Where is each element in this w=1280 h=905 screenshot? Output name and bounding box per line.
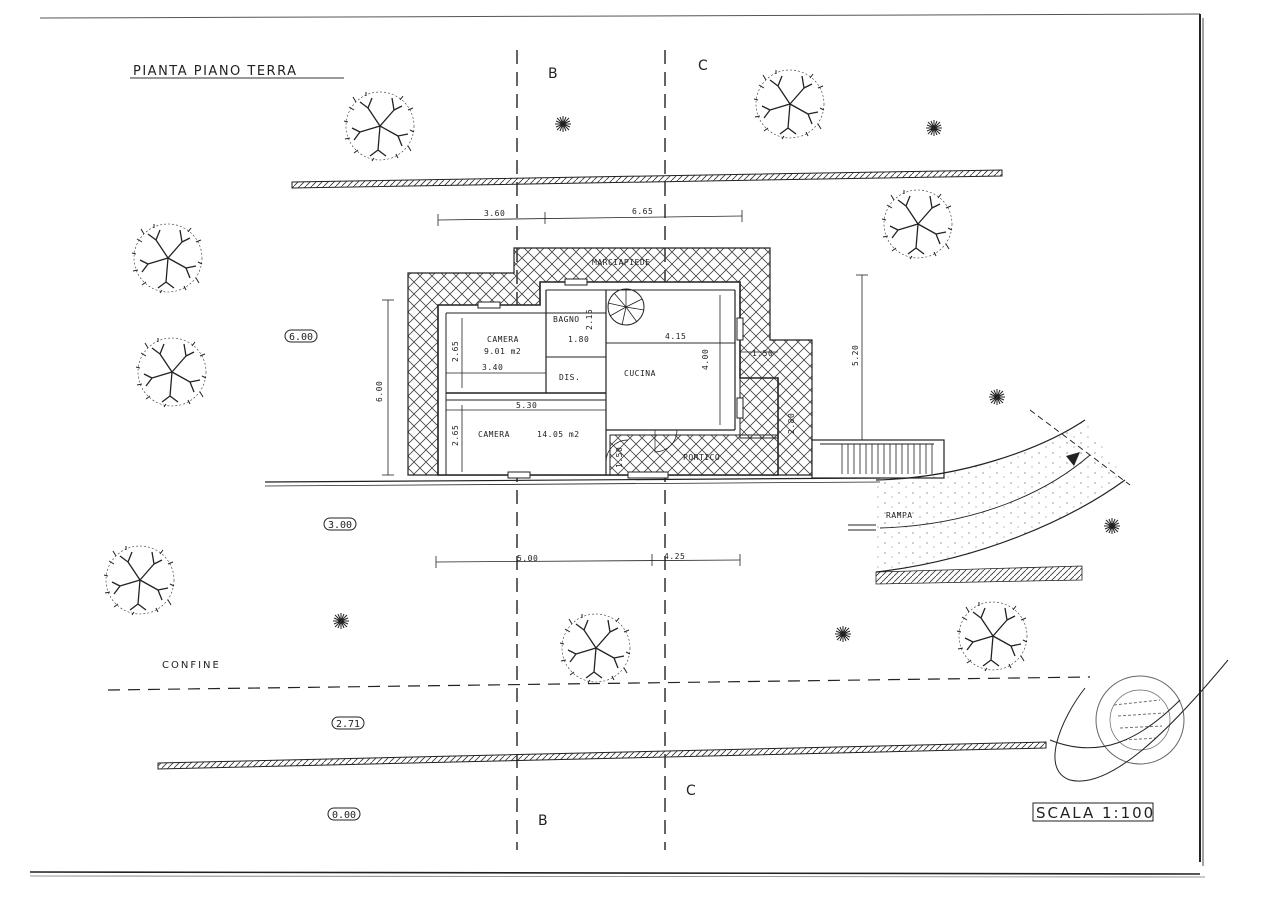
dim-top-right: 6.65	[632, 207, 653, 216]
dim-bagno-width: 1.80	[568, 335, 589, 344]
shrub-icon	[925, 119, 943, 137]
dim-camera2-height: 2.65	[451, 425, 460, 446]
scale-box	[1032, 802, 1154, 822]
dim-camera1-height: 2.65	[451, 341, 460, 362]
dim-right-overall: 5.20	[851, 345, 860, 366]
tree-icon	[103, 545, 175, 616]
svg-text:0.00: 0.00	[332, 810, 356, 821]
shrub-icon	[332, 612, 350, 630]
room-label-portico: PORTICO	[683, 453, 720, 462]
section-mark-c-bottom: C	[686, 783, 696, 799]
dim-left-overall: 6.00	[375, 381, 384, 402]
dim-bagno-height: 2.15	[585, 309, 594, 330]
dimension-lines	[382, 210, 868, 568]
room-label-cucina: CUCINA	[624, 369, 656, 378]
shrub-icon	[554, 115, 572, 133]
svg-text:2.71: 2.71	[336, 719, 360, 730]
svg-text:6.00: 6.00	[289, 332, 313, 343]
section-mark-c-top: C	[698, 58, 708, 74]
ground-line	[264, 477, 881, 483]
dim-portico-side: 2.80	[787, 413, 796, 434]
room-area-camera-2: 14.05 m2	[537, 430, 580, 439]
dim-bottom-right: 4.25	[664, 552, 685, 561]
dim-bottom-left: 5.00	[517, 554, 538, 563]
upper-retaining-wall	[291, 169, 1003, 189]
sheet-border	[29, 13, 1206, 878]
tree-icon	[343, 91, 415, 162]
tree-icon	[881, 189, 953, 260]
level-marker-3: 3.00	[323, 517, 357, 531]
level-marker-0: 0.00	[327, 807, 361, 821]
building-plan	[407, 247, 813, 479]
ground-line-inner	[264, 481, 881, 487]
dim-top-left: 3.60	[484, 209, 505, 218]
room-label-marciapiede: MARCIAPIEDE	[592, 258, 650, 267]
official-stamp	[1095, 675, 1185, 765]
level-marker-6: 6.00	[284, 329, 318, 343]
shrub-icon	[988, 388, 1006, 406]
tree-icon	[753, 69, 825, 140]
level-marker-2-71: 2.71	[331, 716, 365, 730]
section-mark-b-top: B	[548, 66, 558, 82]
room-label-bagno: BAGNO	[553, 315, 580, 324]
dim-cucina-width: 4.15	[665, 332, 686, 341]
dim-right-step: 1.50	[752, 349, 773, 358]
scale-label: SCALA 1:100	[1036, 804, 1155, 822]
room-label-dis: DIS.	[559, 373, 580, 382]
dim-cucina-height: 4.00	[701, 349, 710, 370]
tree-icon	[559, 613, 631, 684]
boundary-label: CONFINE	[162, 660, 221, 671]
tree-icon	[131, 223, 203, 294]
shrub-icon	[834, 625, 852, 643]
boundary-line	[107, 676, 1091, 691]
tree-icon	[956, 601, 1028, 672]
lower-retaining-wall	[157, 741, 1047, 770]
room-label-camera-1: CAMERA	[487, 335, 519, 344]
signature	[1049, 659, 1229, 782]
dim-portico-depth: 1.50	[615, 447, 624, 468]
dim-camera1-width: 3.40	[482, 363, 503, 372]
room-label-camera-2: CAMERA	[478, 430, 510, 439]
tree-icon	[135, 337, 207, 408]
section-mark-b-bottom: B	[538, 813, 548, 829]
room-area-camera-1: 9.01 m2	[484, 347, 521, 356]
svg-text:3.00: 3.00	[328, 520, 352, 531]
shrub-icon	[1103, 517, 1121, 535]
drawing-title: PIANTA PIANO TERRA	[133, 64, 298, 79]
room-label-rampa: RAMPA	[886, 511, 913, 520]
exterior-stair	[811, 439, 945, 479]
dim-camera2-width: 5.30	[516, 401, 537, 410]
ramp	[848, 409, 1131, 585]
